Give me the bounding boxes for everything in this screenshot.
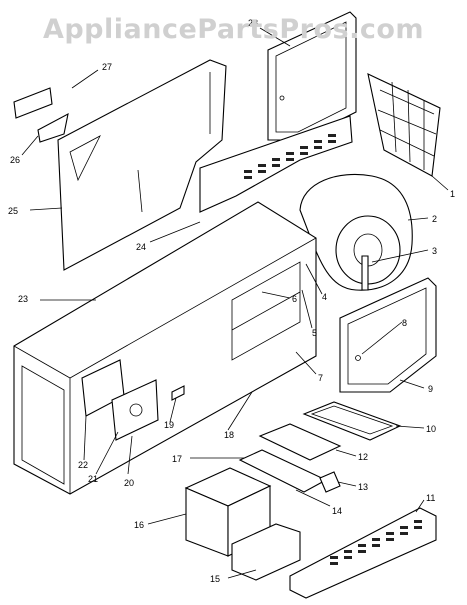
part-24-grille-panel: [199, 115, 353, 213]
label-23: 23: [18, 294, 28, 304]
label-8: 8: [402, 318, 407, 328]
label-27: 27: [102, 62, 112, 72]
leader-lines: [21, 27, 449, 579]
part-27-label-plate: [13, 87, 53, 119]
label-15: 15: [210, 574, 220, 584]
label-12: 12: [358, 452, 368, 462]
label-26: 26: [10, 155, 20, 165]
label-18: 18: [224, 430, 234, 440]
label-2: 2: [432, 214, 437, 224]
part-26-small-panel: [37, 112, 69, 143]
part-28-door-panel: [267, 11, 357, 141]
part-10-tray: [302, 401, 402, 441]
label-24: 24: [136, 242, 146, 252]
part-2-blower-housing: [299, 173, 413, 291]
label-13: 13: [358, 482, 368, 492]
label-19: 19: [164, 420, 174, 430]
watermark: AppliancePartsPros.com: [42, 14, 425, 45]
part-3-clip: [361, 255, 369, 291]
label-7: 7: [318, 373, 323, 383]
part-19-switch: [171, 385, 185, 401]
label-28: 28: [248, 18, 258, 28]
label-25: 25: [8, 206, 18, 216]
label-5: 5: [312, 328, 317, 338]
label-4: 4: [322, 292, 327, 302]
label-16: 16: [134, 520, 144, 530]
label-14: 14: [332, 506, 342, 516]
label-3: 3: [432, 246, 437, 256]
label-21: 21: [88, 474, 98, 484]
label-9: 9: [428, 384, 433, 394]
label-10: 10: [426, 424, 436, 434]
part-12-channel: [258, 423, 342, 461]
label-6: 6: [292, 294, 297, 304]
part-9-front-door: [339, 277, 437, 393]
part-25-side-panel: [57, 59, 227, 271]
label-22: 22: [78, 460, 88, 470]
label-11: 11: [426, 493, 435, 503]
part-1-filter-louver: [367, 73, 441, 177]
part-21-control-plate: [111, 379, 159, 441]
part-13-clip: [319, 471, 341, 493]
label-17: 17: [172, 454, 182, 464]
part-11-bottom-grille: [289, 507, 437, 599]
part-23-cabinet: [13, 201, 317, 495]
label-20: 20: [124, 478, 134, 488]
label-1: 1: [450, 189, 455, 199]
part-15-base-panel: [231, 523, 301, 581]
callout-labels: 28 27 26 25 1 2 3 4 5 6 7 8 9 10 11 12 1…: [8, 18, 455, 584]
